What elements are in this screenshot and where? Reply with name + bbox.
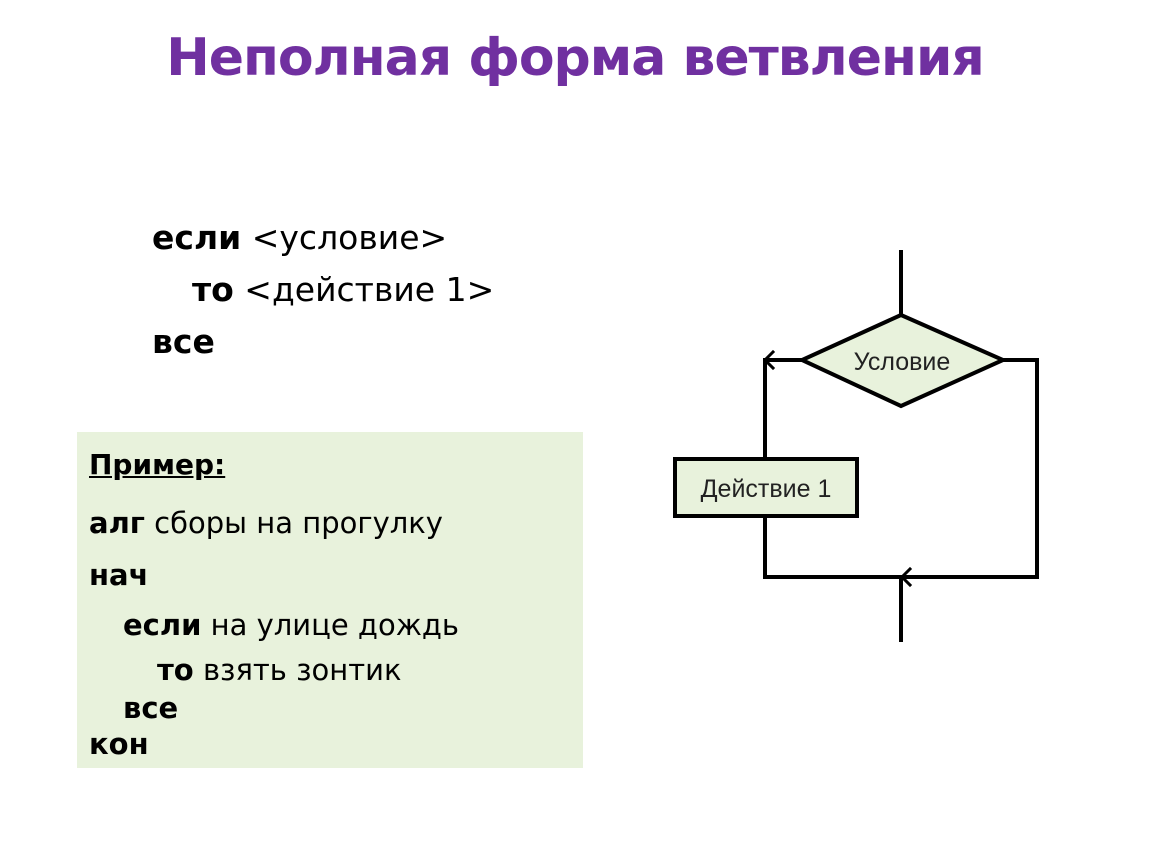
keyword-end: все xyxy=(152,322,215,361)
keyword-if: если xyxy=(123,608,202,642)
keyword-then: то xyxy=(192,270,234,309)
alg-name: сборы на прогулку xyxy=(144,506,443,540)
keyword-end: кон xyxy=(89,727,149,761)
keyword-if: если xyxy=(152,218,242,257)
syntax-end-line: все xyxy=(152,316,494,368)
action-label: Действие 1 xyxy=(701,475,832,503)
then-action: взять зонтик xyxy=(193,653,402,687)
example-endif-line: все xyxy=(123,691,178,725)
flow-line-merge xyxy=(763,358,1039,579)
keyword-alg: алг xyxy=(89,506,145,540)
example-box: Пример: алг сборы на прогулку нач если н… xyxy=(77,432,583,768)
example-if-line: если на улице дождь xyxy=(123,608,459,642)
action-placeholder: <действие 1> xyxy=(233,270,495,309)
condition-diamond xyxy=(797,312,1008,409)
condition-label: Условие xyxy=(854,348,951,376)
keyword-then: то xyxy=(157,653,194,687)
syntax-if-line: если <условие> xyxy=(152,212,494,264)
example-header: Пример: xyxy=(89,448,226,481)
action-box xyxy=(673,457,859,518)
syntax-block: если <условие> то <действие 1> все xyxy=(152,212,494,368)
syntax-then-line: то <действие 1> xyxy=(152,264,494,316)
example-begin-line: нач xyxy=(89,558,149,592)
example-alg-line: алг сборы на прогулку xyxy=(89,506,443,540)
keyword-endif: все xyxy=(123,691,179,725)
if-condition: на улице дождь xyxy=(201,608,459,642)
keyword-begin: нач xyxy=(89,558,149,592)
example-end-line: кон xyxy=(89,727,149,761)
condition-placeholder: <условие> xyxy=(241,218,448,257)
slide-title: Неполная форма ветвления xyxy=(166,28,985,88)
flow-line-yes xyxy=(763,358,804,461)
arrow-left-icon xyxy=(762,349,776,371)
example-then-line: то взять зонтик xyxy=(157,653,402,687)
